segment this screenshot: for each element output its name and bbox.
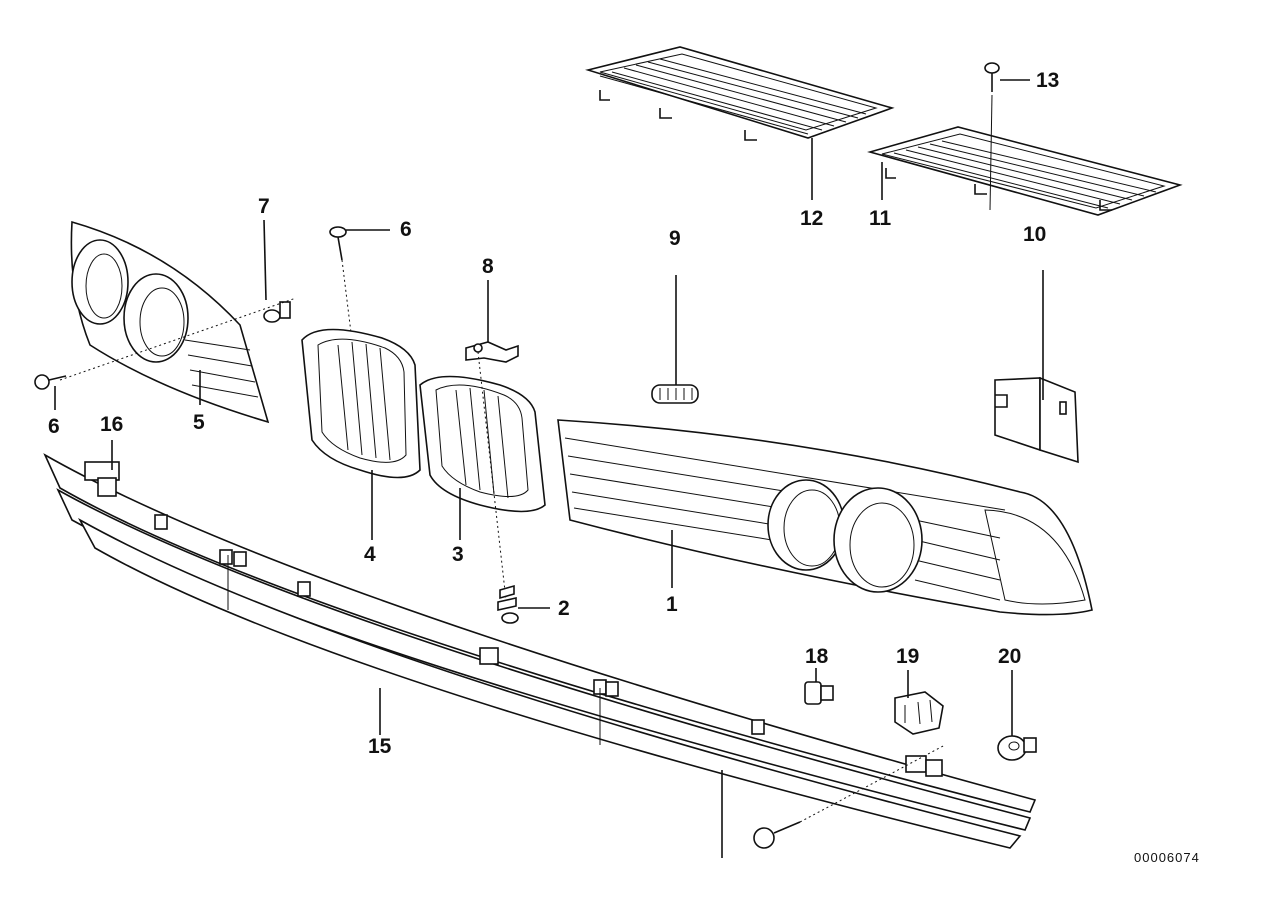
part-12-grille-screen xyxy=(585,46,895,200)
callout-4: 4 xyxy=(364,543,376,566)
callout-1: 1 xyxy=(666,593,678,616)
callout-20: 20 xyxy=(998,645,1022,668)
callout-12: 12 xyxy=(800,207,824,230)
callout-3: 3 xyxy=(452,543,464,566)
part-18-plug xyxy=(804,668,834,705)
callout-15: 15 xyxy=(368,735,392,758)
part-8-clip xyxy=(465,280,519,601)
callout-13: 13 xyxy=(1036,69,1060,92)
part-20-grommet xyxy=(997,670,1037,761)
part-4-kidney-grille xyxy=(301,328,421,540)
part-3-kidney-grille xyxy=(419,375,546,540)
part-11-grille-screen xyxy=(867,94,1183,216)
diagram-reference-number: 00006074 xyxy=(1134,850,1200,865)
part-1-main-grille xyxy=(557,419,1093,616)
part-13-screw xyxy=(984,62,1030,92)
callout-8: 8 xyxy=(482,255,494,278)
callout-9: 9 xyxy=(669,227,681,250)
callout-18: 18 xyxy=(805,645,829,668)
callout-6-left: 6 xyxy=(48,415,60,438)
callout-19: 19 xyxy=(896,645,920,668)
part-19-clip xyxy=(894,670,944,735)
callout-5: 5 xyxy=(193,411,205,434)
part-6-screw-left xyxy=(34,374,67,410)
part-2-spring-nut xyxy=(497,584,550,624)
part-10-bracket xyxy=(994,270,1079,464)
part-15-lower-grille xyxy=(43,440,1037,858)
callout-11: 11 xyxy=(869,207,892,230)
part-6-screw-upper xyxy=(329,226,390,471)
callout-6-upper: 6 xyxy=(400,218,412,241)
callout-16: 16 xyxy=(100,413,124,436)
callout-10: 10 xyxy=(1023,223,1047,246)
part-9-clip xyxy=(651,275,699,404)
bumper-screw xyxy=(753,744,946,849)
part-7-push-nut xyxy=(59,219,297,381)
part-5-headlight-surround xyxy=(70,220,270,424)
callout-7: 7 xyxy=(258,195,270,218)
callout-2: 2 xyxy=(558,597,570,620)
